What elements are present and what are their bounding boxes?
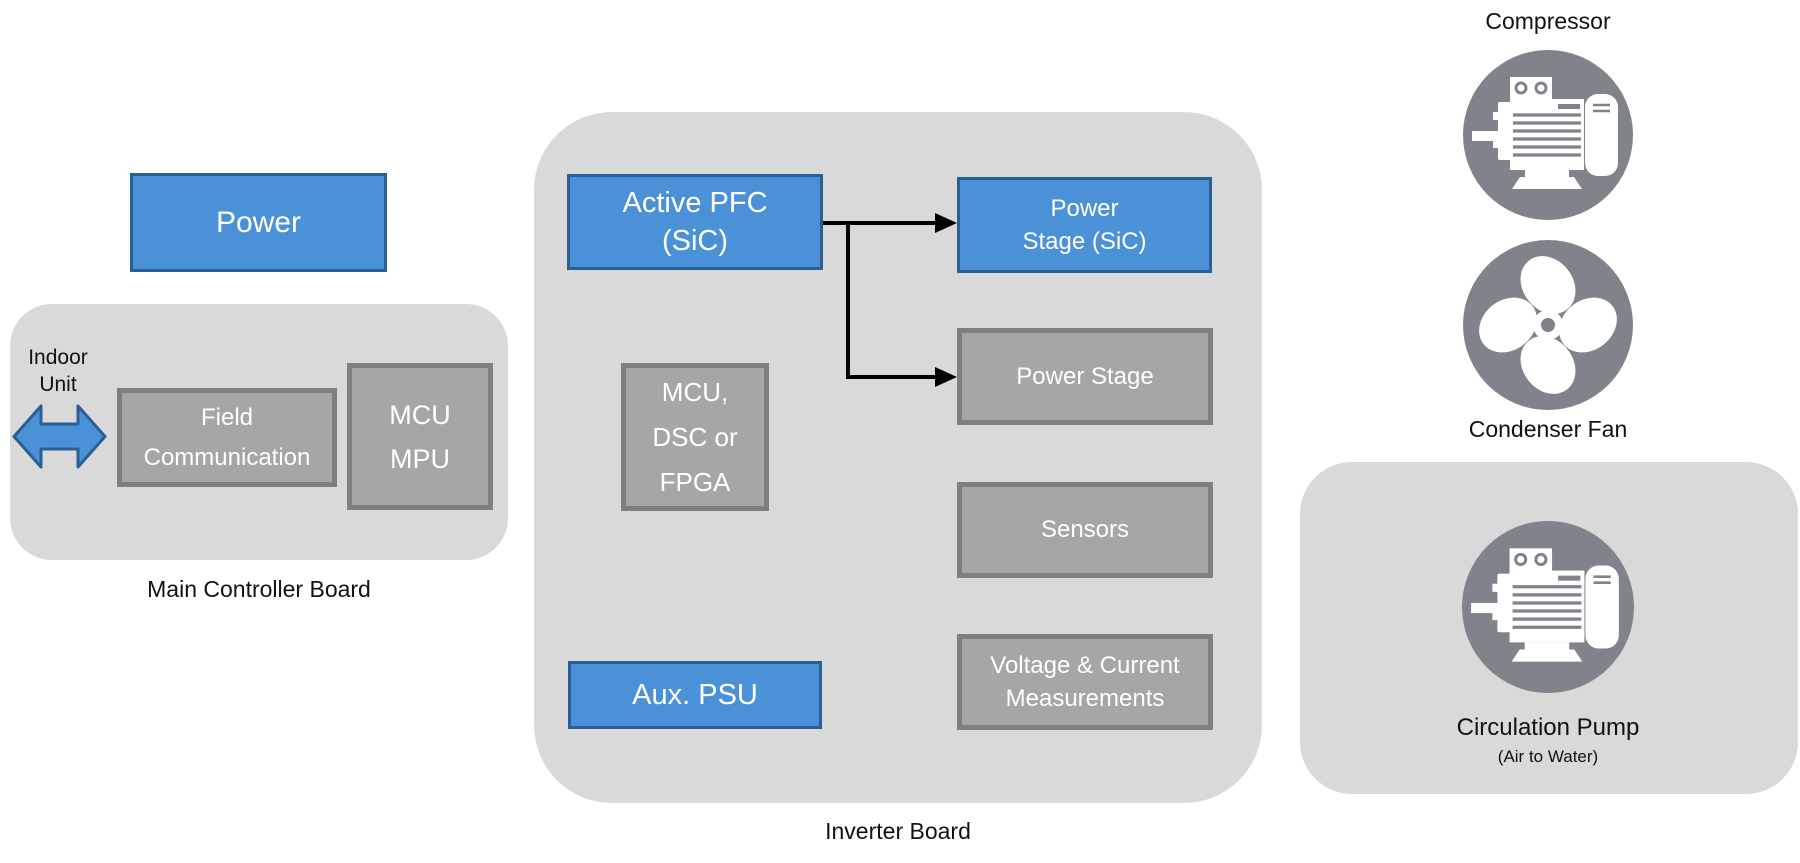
mcu-dsc-fpga-box: MCU, DSC or FPGA <box>621 363 769 511</box>
power-box: Power <box>130 173 387 272</box>
aux-psu-box: Aux. PSU <box>568 661 822 729</box>
voltage-current-measurements-box: Voltage & Current Measurements <box>957 634 1213 730</box>
sensors-label: Sensors <box>1040 516 1130 543</box>
condenser-fan-icon <box>1463 240 1633 410</box>
main-controller-board-label: Main Controller Board <box>147 576 371 602</box>
power-stage-sic-box: Power Stage (SiC) <box>957 177 1212 273</box>
mcu-mpu-box: MCU MPU <box>347 363 493 510</box>
circulation-pump-label: Circulation Pump <box>1456 714 1640 741</box>
circulation-pump-sublabel: (Air to Water) <box>1497 747 1599 766</box>
indoor-unit-label: Indoor Unit <box>28 346 88 397</box>
compressor-label: Compressor <box>1485 8 1611 34</box>
inverter-board-label: Inverter Board <box>825 818 971 844</box>
aux-psu-label: Aux. PSU <box>632 678 758 711</box>
field-communication-box: Field Communication <box>117 388 337 487</box>
compressor-motor-icon <box>1463 50 1633 220</box>
power-box-label: Power <box>215 205 302 239</box>
circulation-pump-motor-icon <box>1462 521 1634 693</box>
power-stage-label: Power Stage <box>1016 362 1154 390</box>
active-pfc-box: Active PFC (SiC) <box>567 174 823 270</box>
condenser-fan-label: Condenser Fan <box>1468 416 1628 442</box>
power-stage-box: Power Stage <box>957 328 1213 425</box>
double-arrow-icon <box>12 404 107 469</box>
sensors-box: Sensors <box>957 482 1213 578</box>
